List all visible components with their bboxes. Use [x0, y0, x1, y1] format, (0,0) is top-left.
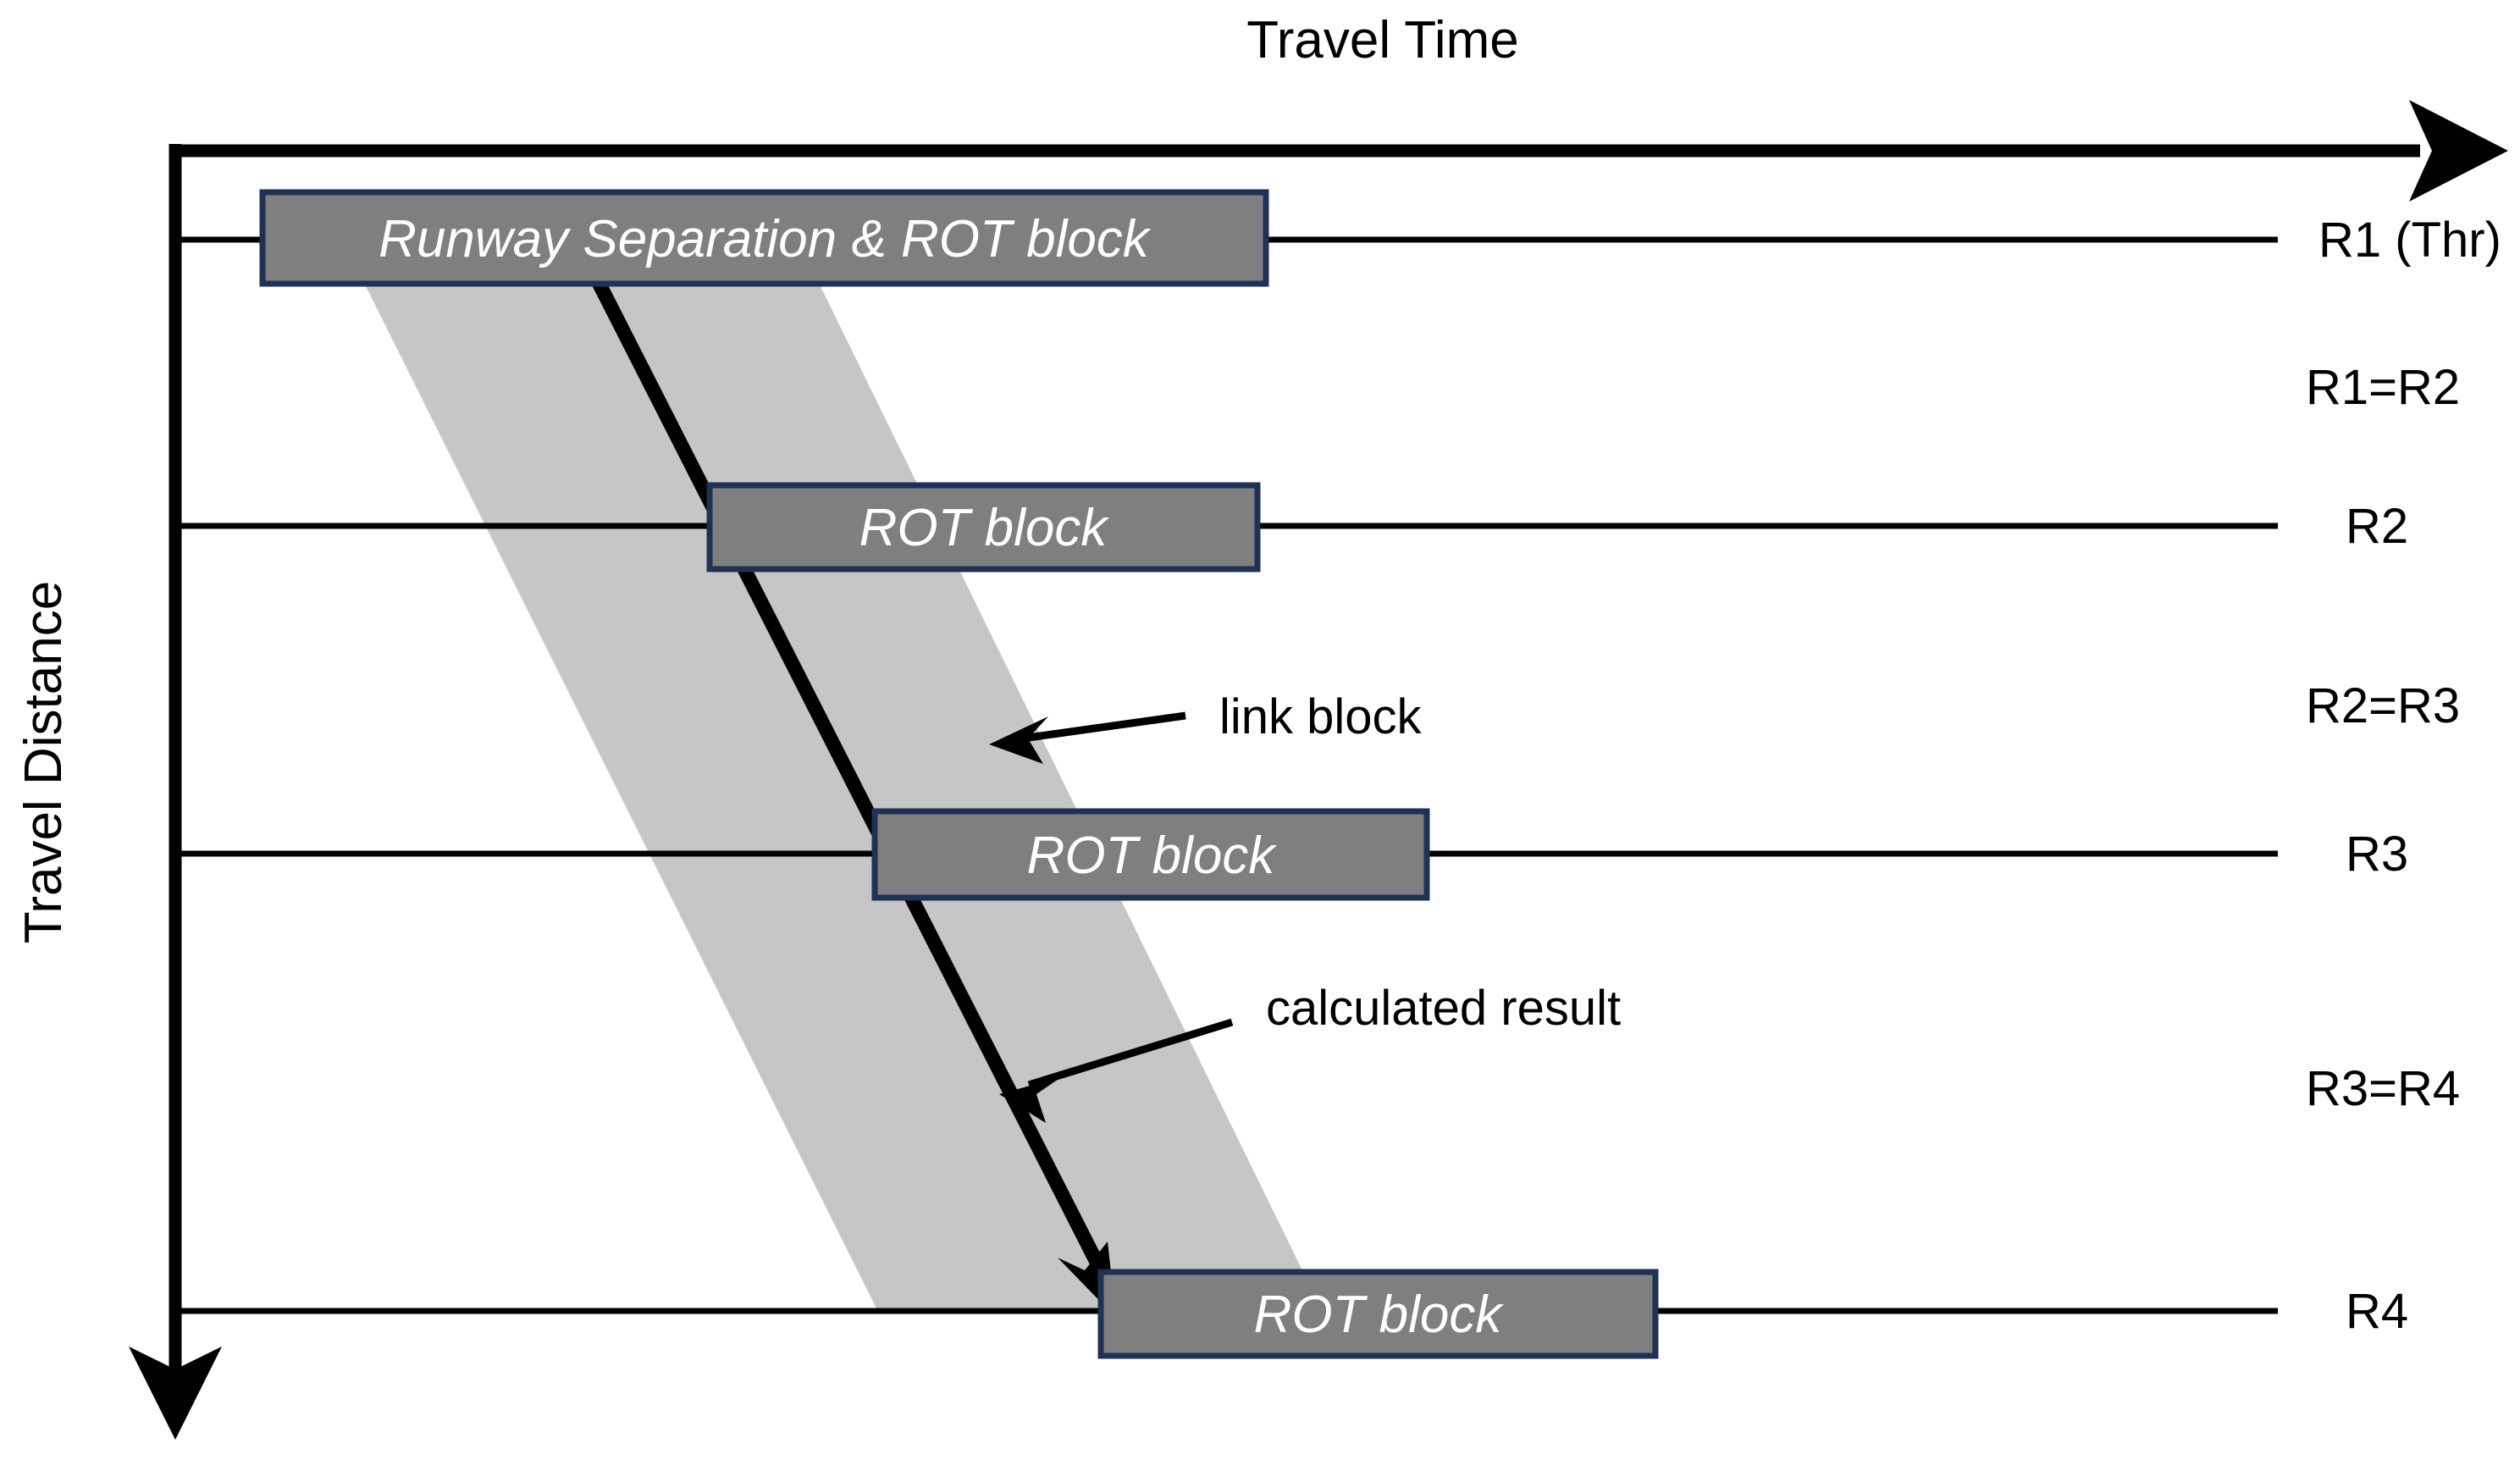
block-r4[interactable]: ROT block	[1097, 1269, 1659, 1359]
y-axis-title: Travel Distance	[14, 581, 73, 943]
link-block-band	[362, 279, 1321, 1308]
block-r1-rect[interactable]	[259, 189, 1269, 287]
block-r1[interactable]: Runway Separation & ROT block	[259, 189, 1269, 287]
block-r3-label: ROT block	[1027, 827, 1278, 885]
level-label-r3: R3	[2346, 827, 2408, 882]
block-r2-rect[interactable]	[706, 482, 1261, 572]
block-r4-label: ROT block	[1254, 1286, 1505, 1344]
calculated-result-annotation: calculated result	[1266, 981, 1621, 1036]
block-r4-rect[interactable]	[1097, 1269, 1659, 1359]
block-r3[interactable]: ROT block	[871, 808, 1430, 901]
x-axis-title: Travel Time	[1246, 11, 1519, 69]
block-r2-label: ROT block	[859, 499, 1110, 557]
link-block-leader-line	[1015, 711, 1186, 744]
level-label-r1r2: R1=R2	[2306, 360, 2460, 415]
y-axis-arrowhead	[129, 1347, 222, 1440]
calculated-result-arrow-tip	[999, 1077, 1061, 1123]
calculated-result-leader-line	[1027, 1018, 1234, 1089]
x-axis-arrowhead	[2409, 100, 2508, 202]
block-r2[interactable]: ROT block	[706, 482, 1261, 572]
link-block-annotation: link block	[1219, 689, 1423, 744]
level-label-r2r3: R2=R3	[2306, 678, 2460, 733]
level-label-r2: R2	[2346, 499, 2408, 554]
block-r1-label: Runway Separation & ROT block	[379, 210, 1152, 268]
level-label-r3r4: R3=R4	[2306, 1061, 2460, 1116]
block-r3-rect[interactable]	[871, 808, 1430, 901]
level-label-r1: R1 (Thr)	[2318, 213, 2501, 268]
link-block-arrowhead	[989, 716, 1048, 764]
level-label-r4: R4	[2346, 1284, 2408, 1339]
